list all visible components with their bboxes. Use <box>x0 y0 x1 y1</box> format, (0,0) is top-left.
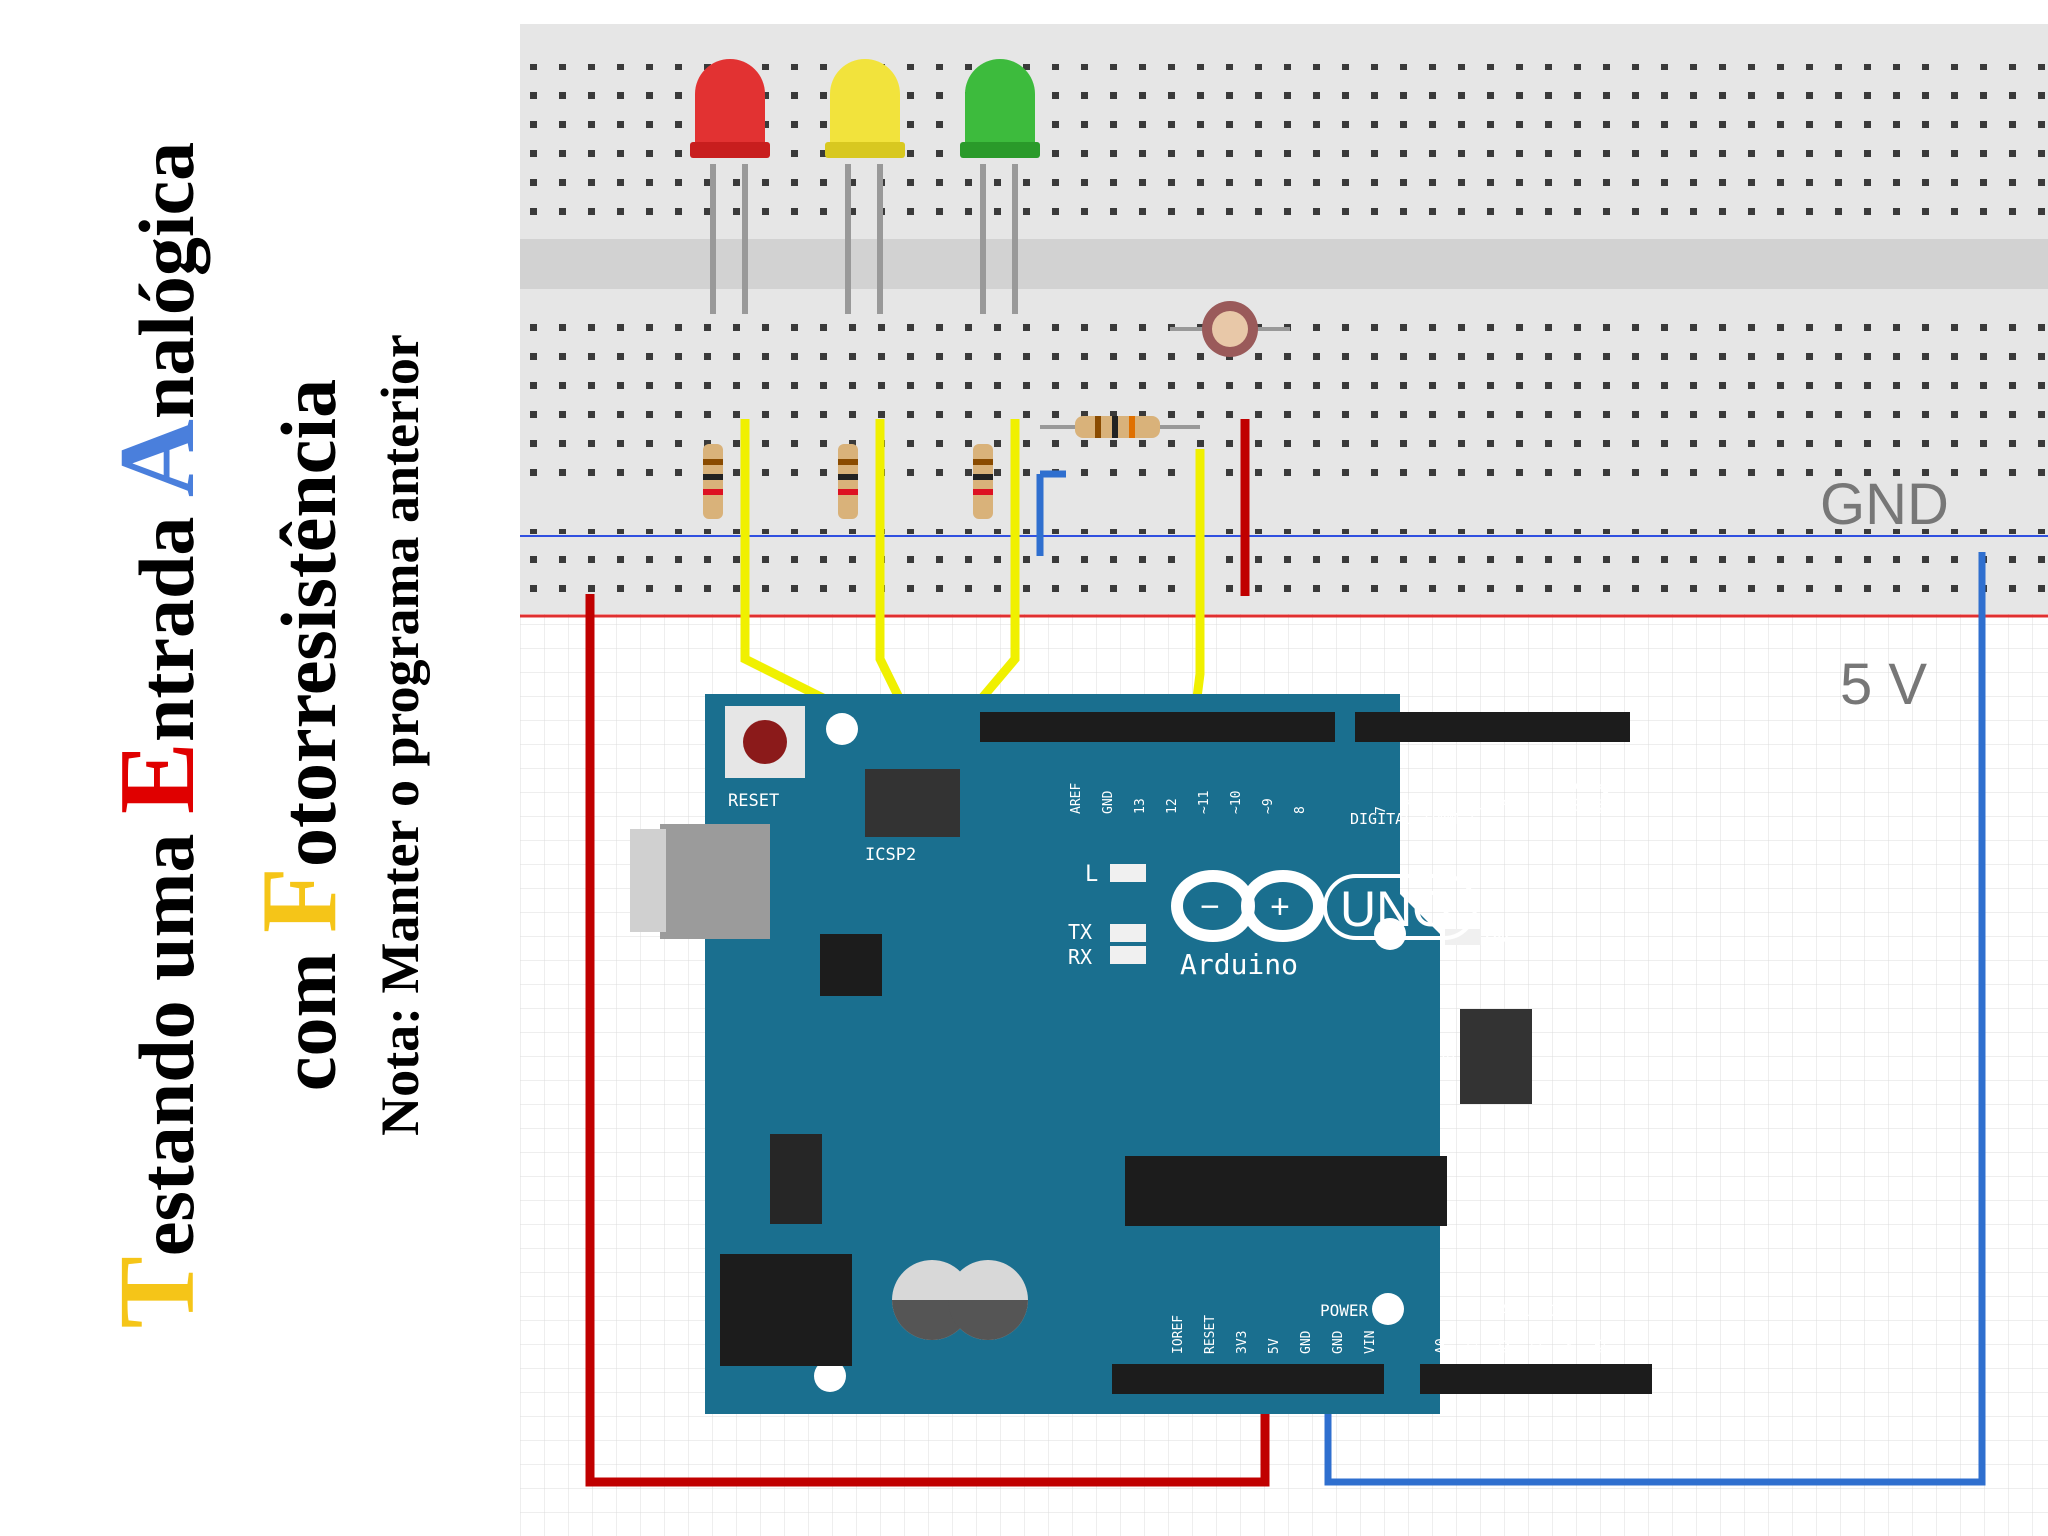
photoresistor <box>1170 301 1290 357</box>
arduino-board <box>705 694 1440 1414</box>
title-letter-f: F <box>240 866 359 933</box>
icsp-header <box>1460 1009 1532 1104</box>
led-red <box>690 59 770 158</box>
v5-label: 5 V <box>1840 652 1927 717</box>
gnd-label: GND <box>1820 472 1949 537</box>
brand-label: Arduino <box>1180 948 1298 981</box>
usb-connector <box>630 824 770 939</box>
digital-label: DIGITAL (PWM~) <box>1350 810 1476 828</box>
analog-pin-label-1: A1 <box>1466 1338 1481 1354</box>
resistor-2 <box>838 444 858 519</box>
title-letter-t: T <box>98 1256 217 1329</box>
analog-pin-label-4: A4 <box>1562 1338 1577 1354</box>
circuit-diagram: GND 5 V <box>520 24 2048 1536</box>
digital-pin-label-2: 13 <box>1133 798 1148 814</box>
digital-pin-label-b-2: ~5 <box>1438 798 1453 814</box>
title-line-2: com Fotorresistência <box>240 378 359 1092</box>
on-label: ON <box>1485 925 1509 949</box>
digital-pin-label-b-1: ~6 <box>1406 798 1421 814</box>
digital-pin-label-4: ~11 <box>1197 791 1212 814</box>
digital-pin-label-b-5: 2 <box>1534 806 1549 814</box>
power-jack <box>720 1254 852 1366</box>
breadboard <box>520 24 2048 618</box>
digital-header-right <box>1355 712 1630 742</box>
title-line-1: Testando uma Entrada Analógica <box>98 141 217 1329</box>
power-pin-label-6: VIN <box>1363 1331 1378 1354</box>
analog-header <box>1420 1364 1652 1394</box>
power-pin-label-5: GND <box>1331 1330 1346 1354</box>
resistor-3 <box>973 444 993 519</box>
analog-pin-label-5: A5 <box>1594 1338 1609 1354</box>
wires-red <box>585 419 1270 1487</box>
analog-pin-labels: A0 A1 A2 A3 A4 A5 <box>1434 1338 1609 1354</box>
power-header <box>1112 1364 1384 1394</box>
analog-in-label: ANALOG IN <box>1500 1301 1587 1320</box>
reset-label: RESET <box>728 791 779 811</box>
digital-pin-label-b-6: TX▸1 <box>1566 783 1581 814</box>
icsp2-label: ICSP2 <box>865 845 916 865</box>
digital-pin-labels: AREF GND 13 12 ~11 ~10 ~9 8 7 ~6 ~5 4 ~3 2 TX▸1 RX◂0 <box>1069 783 1613 814</box>
power-pin-labels: IOREF RESET 3V3 5V GND GND VIN <box>1171 1315 1378 1354</box>
uno-label: UNO <box>1340 881 1451 937</box>
icsp-label: ICSP <box>1439 1040 1458 1079</box>
small-chip <box>820 934 882 996</box>
title-letter-a: A <box>98 419 217 498</box>
analog-pin-label-3: A3 <box>1530 1338 1545 1354</box>
power-pin-label-2: 3V3 <box>1235 1331 1250 1354</box>
uno-badge <box>1323 874 1477 940</box>
arduino-logo <box>1171 870 1325 942</box>
icsp2-header <box>865 769 960 837</box>
power-pin-label-0: IOREF <box>1171 1315 1186 1354</box>
digital-header-left <box>980 712 1335 742</box>
digital-pin-label-0: AREF <box>1069 783 1084 814</box>
resistor-ldr <box>1040 416 1200 438</box>
title-letter-e: E <box>98 742 217 815</box>
rx-label: RX <box>1068 945 1092 969</box>
digital-pin-label-3: 12 <box>1165 798 1180 814</box>
digital-pin-label-5: ~10 <box>1229 791 1244 814</box>
digital-pin-label-b-3: 4 <box>1470 806 1485 814</box>
digital-pin-label-1: GND <box>1101 790 1116 814</box>
led-l-label: L <box>1085 862 1098 887</box>
led-legs <box>710 164 1018 314</box>
voltage-regulator <box>770 1134 822 1224</box>
power-label: POWER <box>1320 1301 1369 1320</box>
power-pin-label-3: 5V <box>1267 1338 1282 1354</box>
tx-label: TX <box>1068 920 1092 944</box>
digital-pin-label-b-4: ~3 <box>1502 798 1517 814</box>
analog-pin-label-0: A0 <box>1434 1338 1449 1354</box>
digital-pin-label-6: ~9 <box>1261 798 1276 814</box>
wires-blue <box>1036 470 1986 1486</box>
led-green <box>960 59 1040 158</box>
digital-pin-label-b-7: RX◂0 <box>1598 783 1613 814</box>
led-yellow <box>825 59 905 158</box>
analog-pin-label-2: A2 <box>1498 1338 1513 1354</box>
note-text: Nota: Manter o programa anterior <box>370 334 430 1136</box>
atmega-chip <box>1125 1156 1447 1226</box>
reset-button[interactable] <box>725 706 805 778</box>
capacitors <box>892 1260 1028 1340</box>
power-pin-label-1: RESET <box>1203 1315 1218 1354</box>
status-leds <box>1110 864 1481 964</box>
logo-minus: − <box>1200 888 1220 926</box>
digital-pin-label-7: 8 <box>1293 806 1308 814</box>
digital-pin-label-b-0: 7 <box>1374 806 1389 814</box>
power-pin-label-4: GND <box>1299 1330 1314 1354</box>
title-block: Testando uma Entrada Analógica com Fotor… <box>0 0 520 1536</box>
logo-plus: + <box>1270 888 1290 926</box>
resistor-1 <box>703 444 723 519</box>
